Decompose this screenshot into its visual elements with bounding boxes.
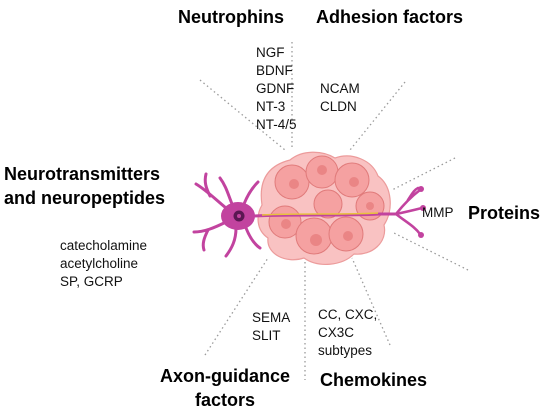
protein-item: MMP: [422, 205, 454, 220]
neuron: [192, 172, 426, 258]
neutrophin-item: BDNF: [256, 63, 293, 78]
chemokines-list: CC, CXC, CX3C subtypes: [318, 306, 377, 360]
axon-guidance-item: SEMA: [252, 310, 291, 325]
adhesion-factors-list: NCAM CLDN: [320, 80, 360, 116]
neutrophin-item: NGF: [256, 45, 285, 60]
neurotransmitters-title-line: Neurotransmitters: [4, 164, 161, 184]
neuron-axon: [253, 212, 398, 218]
proteins-title: Proteins: [468, 203, 541, 223]
connector-proteins-upper: [391, 157, 456, 191]
neurotransmitters-title-line: and neuropeptides: [4, 188, 166, 208]
chemokine-item: CC, CXC,: [318, 307, 378, 322]
neutrophin-item: NT-3: [256, 99, 286, 114]
neutrophin-item: NT-4/5: [256, 117, 297, 132]
axon-guidance-item: SLIT: [252, 328, 281, 343]
chemokine-item: subtypes: [318, 343, 373, 358]
axon-guidance-title: Axon-guidance factors: [148, 364, 302, 412]
axon-guidance-title-line: factors: [194, 390, 256, 410]
adhesion-item: CLDN: [320, 99, 357, 114]
proteins-list: MMP: [422, 204, 454, 222]
connector-axon-guidance: [204, 257, 269, 356]
axon-guidance-title-line: Axon-guidance: [159, 366, 290, 386]
connector-adhesion: [349, 81, 406, 151]
neutrophin-item: GDNF: [256, 81, 295, 96]
neutrophins-list: NGF BDNF GDNF NT-3 NT-4/5: [256, 44, 297, 134]
neurotransmitter-item: acetylcholine: [60, 256, 139, 271]
neurotransmitter-item: catecholamine: [60, 238, 148, 253]
neurotransmitters-list: catecholamine acetylcholine SP, GCRP: [60, 237, 147, 291]
connector-lines: [199, 42, 469, 380]
adhesion-factors-title: Adhesion factors: [316, 7, 464, 27]
axon-guidance-list: SEMA SLIT: [252, 309, 290, 345]
connector-neutrophins: [199, 79, 286, 151]
neurotransmitter-item: SP, GCRP: [60, 274, 123, 289]
connector-proteins-lower: [391, 231, 469, 271]
neurotransmitters-title: Neurotransmitters and neuropeptides: [4, 162, 165, 210]
tumor-cluster: [257, 151, 391, 265]
tumor-cell: [313, 189, 343, 219]
chemokines-title: Chemokines: [320, 370, 428, 390]
neutrophins-title: Neutrophins: [178, 7, 284, 27]
adhesion-item: NCAM: [320, 81, 360, 96]
chemokine-item: CX3C: [318, 325, 355, 340]
